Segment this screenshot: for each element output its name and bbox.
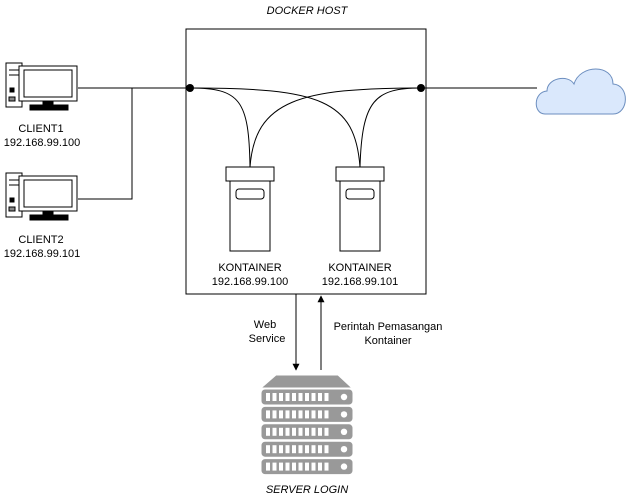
server-unit-slot [266,445,270,454]
server-unit-slot [305,427,309,436]
network-lines [78,87,537,200]
docker-host-frame [185,28,427,295]
server-unit-slot [266,462,270,471]
server-unit-slot [279,393,283,401]
server-unit-slot [285,462,290,471]
server-unit-slot [324,445,329,454]
client2: CLIENT2 192.168.99.101 [4,172,80,260]
client2-ip: 192.168.99.101 [4,248,80,260]
server-unit-slot [285,410,290,419]
cloud-icon [535,68,626,115]
server-unit-slot [305,393,309,401]
server-unit-slot [324,393,329,401]
container1: KONTAINER 192.168.99.100 [212,166,288,288]
server-unit-slot [298,445,303,454]
client2-name: CLIENT2 [18,234,63,246]
server-unit-slot [292,410,296,419]
server-unit-slot [298,462,303,471]
server-unit-led [340,463,348,470]
server-unit-slot [324,410,329,419]
server-unit-slot [266,427,270,436]
server-unit-slot [298,393,303,401]
server-unit-led [340,446,348,453]
server-unit-slot [279,445,283,454]
server-unit-slot [311,427,316,436]
server-unit-slot [318,410,322,419]
server-unit-slot [292,462,296,471]
server-rack-icon [259,374,354,476]
container-box-icon [225,166,275,252]
server-unit-slot [292,427,296,436]
server-unit-slot [272,410,277,419]
server-unit-slot [318,393,322,401]
container2: KONTAINER 192.168.99.101 [322,166,398,288]
install-command-label-line1: Perintah Pemasangan [334,321,443,333]
container1-ip: 192.168.99.100 [212,276,288,288]
server-unit-led [340,393,348,401]
server-unit-slot [324,462,329,471]
container2-name: KONTAINER [328,262,391,274]
server-unit-slot [318,445,322,454]
server-unit-led [340,428,348,435]
server-unit-slot [279,427,283,436]
server-unit-slot [272,393,277,401]
server-unit-slot [305,462,309,471]
web-service-label-line1: Web [254,319,276,331]
server-login-label: SERVER LOGIN [266,484,348,495]
server-unit-slot [298,410,303,419]
right-junction-dot [417,84,425,92]
server-unit-slot [285,393,290,401]
server-unit-slot [285,445,290,454]
desktop-computer-icon [5,62,78,111]
server-unit-slot [266,410,270,419]
client1-ip: 192.168.99.100 [4,137,80,149]
server-unit-slot [272,462,277,471]
server-unit-slot [318,462,322,471]
link-host-left-to-container1 [189,87,251,168]
server-unit-led [340,411,348,418]
client2-link [78,88,133,200]
server-unit-slot [279,462,283,471]
client1-name: CLIENT1 [18,123,63,135]
desktop-computer-icon [5,172,78,221]
server-unit-slot [311,393,316,401]
web-service-label-line2: Service [249,333,286,345]
server-unit-slot [298,427,303,436]
server-unit-slot [324,427,329,436]
left-junction-dot [186,84,194,92]
docker-host-title: DOCKER HOST [267,5,349,17]
link-host-left-to-container2 [189,87,361,168]
client1: CLIENT1 192.168.99.100 [4,62,80,149]
server-unit-slot [305,445,309,454]
container-box-icon [335,166,385,252]
server-unit-slot [272,445,277,454]
server-unit-slot [311,445,316,454]
server-unit-slot [279,410,283,419]
server-unit-slot [292,393,296,401]
server-unit-slot [318,427,322,436]
server-unit-slot [305,410,309,419]
server-unit-slot [285,427,290,436]
link-host-right-to-container2 [359,87,422,168]
server-unit-slot [311,410,316,419]
server-unit-slot [311,462,316,471]
container2-ip: 192.168.99.101 [322,276,398,288]
link-host-right-to-container1 [249,87,422,168]
server-unit-slot [272,427,277,436]
server-unit-slot [292,445,296,454]
server-unit-slot [266,393,270,401]
install-command-label-line2: Kontainer [364,335,411,347]
container1-name: KONTAINER [218,262,281,274]
